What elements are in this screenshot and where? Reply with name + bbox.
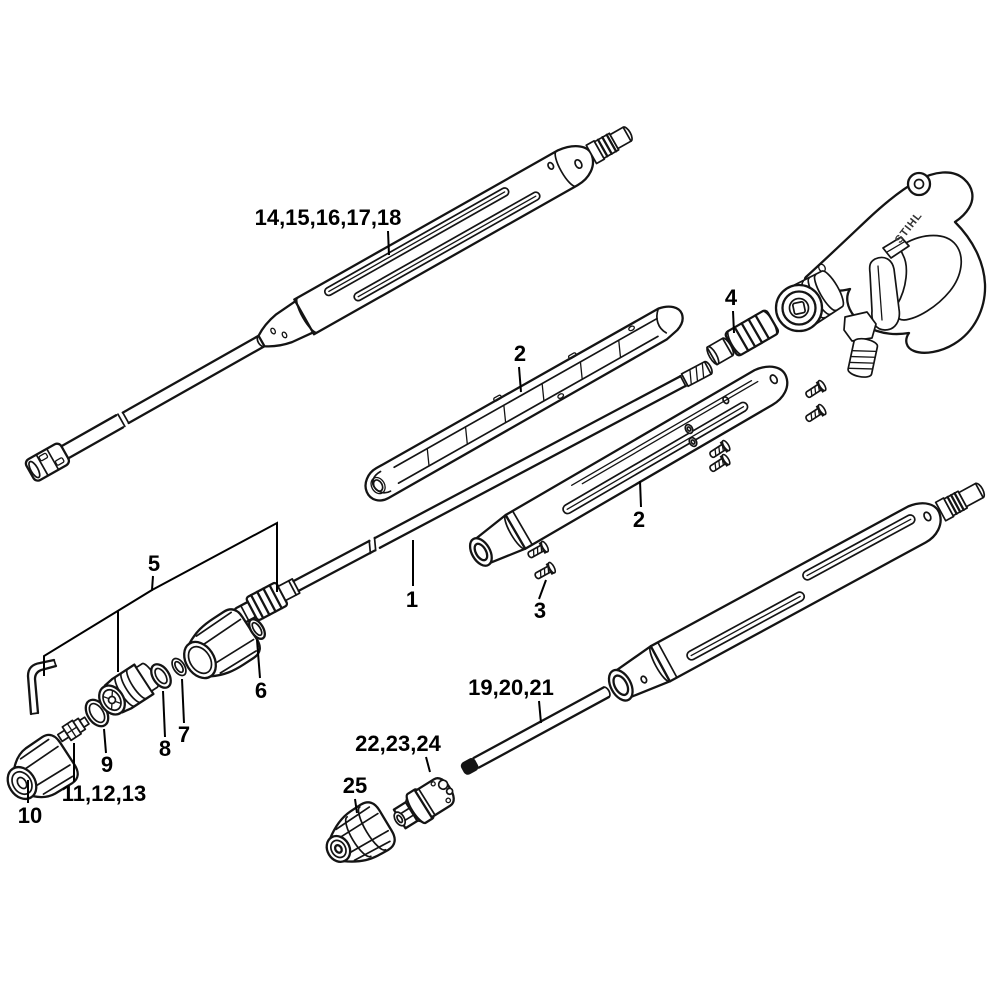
part-labels: 14,15,16,17,18 2 4 2 1 3 5 6 78 9 10 11,12,13 25 22,2… [18,205,738,828]
nozzle-holder-22-24 [392,777,455,830]
o-ring-7 [171,657,187,677]
screw-3 [802,402,829,426]
gun-inlet-lug [843,311,877,342]
gun-coupling-collar [774,270,845,333]
nozzle-insert-11-13 [56,716,90,743]
gun-trigger [868,256,901,331]
o-ring-6 [248,618,266,640]
label-part-2-lance: 2 [633,507,645,532]
leader-line-part-8 [162,690,166,738]
gun-inlet-thread [847,337,879,378]
leader-line-part-19-21 [538,700,542,724]
leader-line-part-4 [732,310,735,334]
screw-3 [802,378,829,402]
label-part-9: 9 [101,752,113,777]
leader-line-part-14-18 [387,230,390,256]
leader-line-part-2-lance [639,480,642,508]
label-part-19-21: 19,20,21 [468,675,554,700]
gun-pivot-boss [906,171,932,197]
nozzle-cap-10 [6,733,79,801]
leader-line-part-2-shell [518,366,522,393]
label-part-7: 7 [178,722,190,747]
lance-2 [468,365,789,567]
label-part-25: 25 [343,773,367,798]
label-part-2-shell: 2 [514,341,526,366]
label-part-22-24: 22,23,24 [355,731,441,756]
label-part-8: 8 [159,736,171,761]
coupling-4 [706,309,780,366]
tube-1-with-plug [233,360,713,625]
label-part-6: 6 [255,678,267,703]
coupler-sleeve-5 [183,608,261,680]
leader-line-part-6 [256,639,261,679]
leader-line-part-9 [103,728,107,754]
spray-gun: STIHL [774,171,987,378]
leader-line-part-5 [43,575,154,676]
label-part-3: 3 [534,598,546,623]
label-part-14-18: 14,15,16,17,18 [255,205,402,230]
o-ring-8 [150,663,172,689]
shell-half-2 [364,305,684,502]
leader-line-part-22-24 [425,756,431,773]
retaining-clip-5 [26,658,58,716]
gun-body: STIHL [803,171,987,354]
rotor-nozzle-25 [325,801,396,863]
label-part-4: 4 [725,285,738,310]
label-part-5: 5 [148,551,160,576]
label-part-10: 10 [18,803,42,828]
lance-assembly-14-18 [24,126,633,482]
leader-line-part-3 [538,579,547,600]
leader-line-part-7 [181,678,185,724]
lance-19-21-tube [460,686,611,775]
gun-handle-opening [894,234,963,321]
screw-3 [532,560,558,583]
leader-line-part-5 [151,521,278,592]
label-part-1: 1 [406,587,418,612]
lance-assembly-19-21 [607,482,986,702]
leader-line-part-25 [354,798,358,814]
coupler-body-5 [98,662,159,716]
lance-body [293,145,595,336]
gun-inlet [843,311,879,378]
label-part-11-13: 11,12,13 [62,781,146,806]
